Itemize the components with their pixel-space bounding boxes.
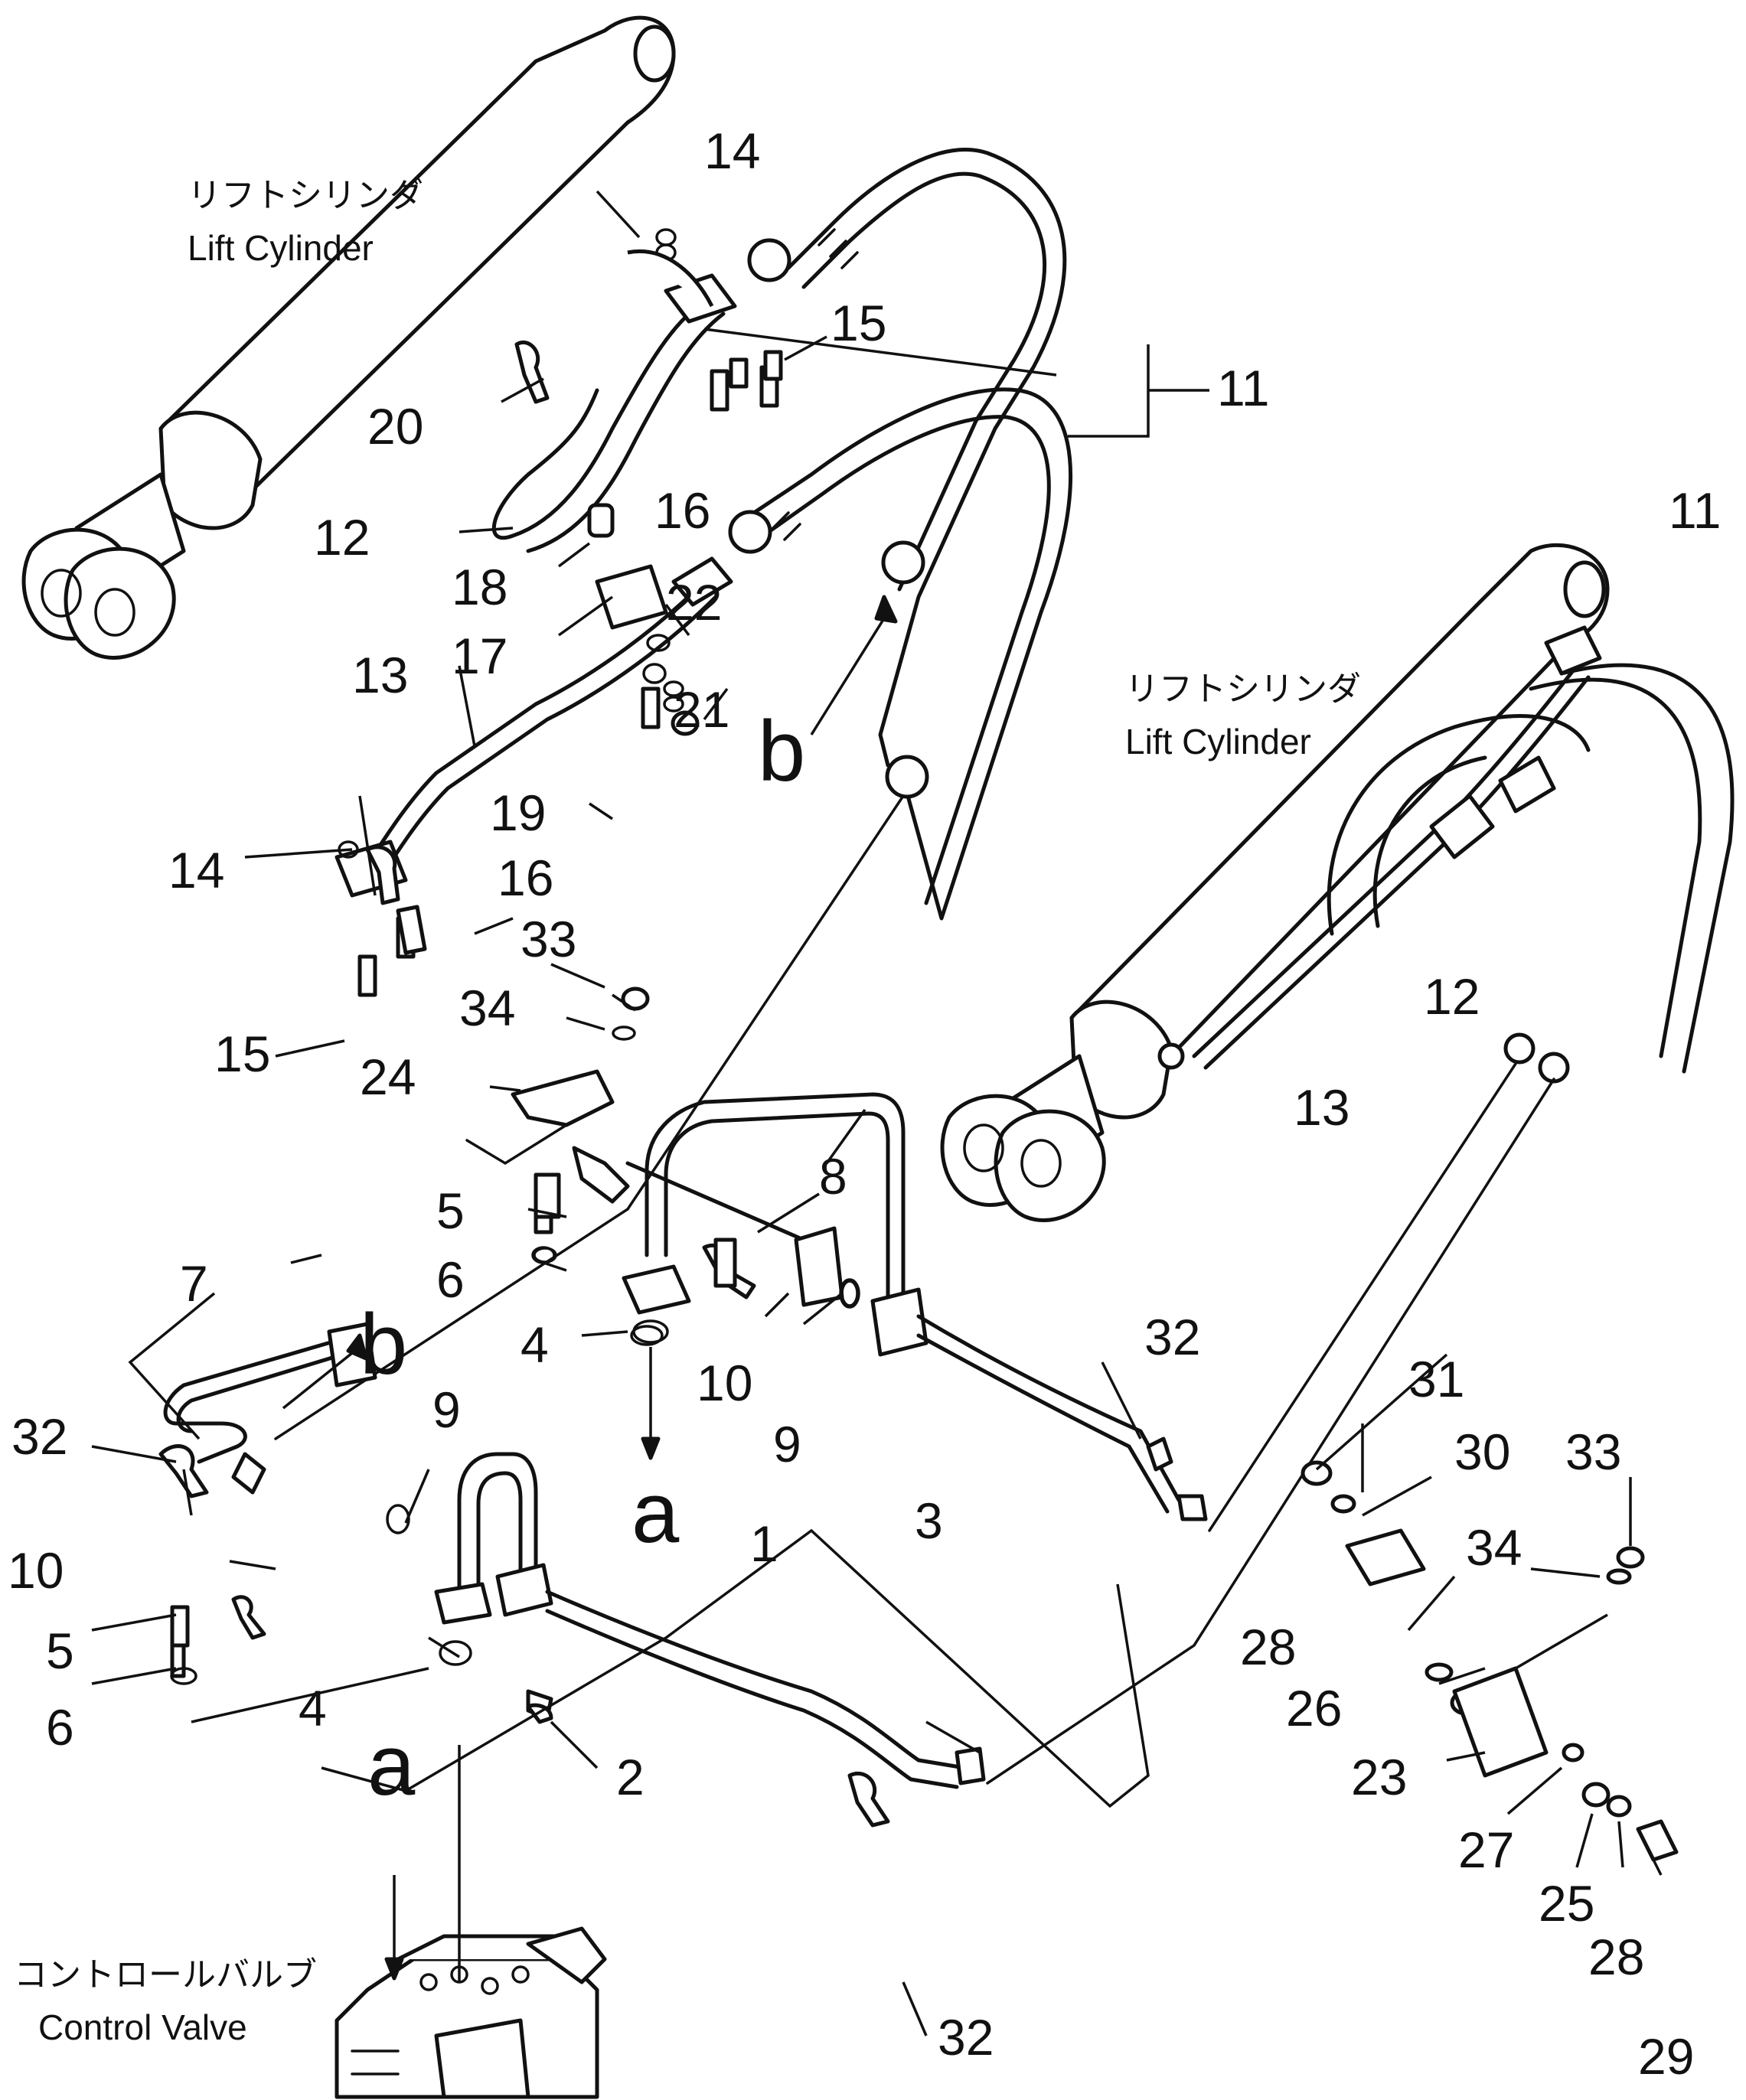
lift-cylinder-en-left: Lift Cylinder bbox=[188, 228, 374, 268]
bracket-23-assembly bbox=[1301, 1460, 1679, 1862]
part-number: 6 bbox=[46, 1699, 74, 1756]
control-valve bbox=[335, 1926, 607, 2099]
ref-b-upper: b bbox=[758, 703, 805, 799]
part-number: 8 bbox=[819, 1148, 847, 1205]
part-number: 23 bbox=[1351, 1749, 1407, 1805]
lift-cylinder-jp-right: リフトシリンダ bbox=[1125, 670, 1361, 708]
part-number: 15 bbox=[831, 295, 886, 351]
part-number: 11 bbox=[1669, 482, 1722, 539]
part-number: 2 bbox=[616, 1749, 645, 1805]
part-number: 13 bbox=[1294, 1079, 1349, 1136]
part-number: 3 bbox=[915, 1492, 943, 1549]
part-number: 24 bbox=[360, 1048, 416, 1105]
hardware bbox=[170, 228, 859, 1724]
part-number: 20 bbox=[367, 398, 423, 455]
ref-a-upper: a bbox=[631, 1465, 680, 1560]
part-number: 7 bbox=[180, 1255, 208, 1312]
part-number: 14 bbox=[168, 842, 224, 898]
part-number: 28 bbox=[1588, 1929, 1644, 1985]
part-number: 10 bbox=[697, 1355, 752, 1411]
part-number: 33 bbox=[521, 911, 576, 967]
part-number: 18 bbox=[452, 559, 507, 615]
control-valve-jp: コントロールバルブ bbox=[14, 1956, 317, 1994]
part-number: 4 bbox=[299, 1680, 327, 1736]
part-number: 28 bbox=[1240, 1619, 1296, 1675]
part-number: 21 bbox=[674, 681, 729, 738]
ref-a-lower: a bbox=[367, 1717, 416, 1813]
part-number: 25 bbox=[1539, 1875, 1594, 1932]
part-number: 16 bbox=[654, 482, 710, 539]
part-number: 29 bbox=[1638, 2028, 1694, 2085]
part-number: 4 bbox=[521, 1316, 549, 1373]
reference-arrows bbox=[282, 595, 898, 1981]
part-number: 12 bbox=[1424, 968, 1480, 1025]
left-lift-cylinder bbox=[21, 15, 676, 660]
part-number: 33 bbox=[1565, 1423, 1621, 1480]
part-number: 15 bbox=[214, 1026, 270, 1082]
part-number: 14 bbox=[704, 122, 760, 179]
tube-8-3-assembly bbox=[465, 1069, 1208, 1521]
lift-cylinder-en-right: Lift Cylinder bbox=[1125, 722, 1311, 761]
lift-cylinder-jp-left: リフトシリンダ bbox=[188, 177, 423, 214]
part-number: 6 bbox=[436, 1251, 465, 1308]
part-number: 34 bbox=[459, 980, 515, 1036]
part-number: 27 bbox=[1458, 1821, 1514, 1878]
part-number: 22 bbox=[666, 574, 722, 631]
part-number: 10 bbox=[8, 1542, 64, 1599]
part-number: 32 bbox=[1144, 1309, 1200, 1365]
part-number: 31 bbox=[1408, 1351, 1464, 1407]
part-number: 12 bbox=[314, 509, 370, 566]
part-number: 26 bbox=[1286, 1680, 1342, 1736]
part-number: 9 bbox=[432, 1381, 461, 1438]
part-number: 5 bbox=[436, 1182, 465, 1239]
hose-11 bbox=[274, 148, 1072, 1440]
part-number: 5 bbox=[46, 1622, 74, 1679]
part-number: 32 bbox=[938, 2009, 994, 2066]
control-valve-en: Control Valve bbox=[38, 2007, 247, 2047]
right-lift-cylinder bbox=[940, 543, 1735, 1785]
tube-7-1-assembly bbox=[158, 1322, 986, 1828]
part-numbers: 14 15 20 11 16 12 18 22 17 21 b 13 19 14… bbox=[8, 122, 1722, 2085]
cylinder-label-right: リフトシリンダ Lift Cylinder bbox=[1125, 670, 1361, 761]
control-valve-label: コントロールバルブ Control Valve bbox=[14, 1956, 317, 2047]
part-number: 19 bbox=[490, 784, 546, 841]
leader-lines bbox=[91, 190, 1663, 2036]
part-number: 17 bbox=[452, 628, 507, 684]
part-number: 34 bbox=[1466, 1519, 1522, 1576]
part-number: 13 bbox=[352, 647, 408, 703]
part-number: 30 bbox=[1454, 1423, 1510, 1480]
cylinder-label-left: リフトシリンダ Lift Cylinder bbox=[188, 177, 423, 268]
ref-b-lower: b bbox=[360, 1296, 407, 1392]
part-number: 11 bbox=[1217, 360, 1270, 416]
part-number: 9 bbox=[773, 1416, 801, 1472]
part-number: 16 bbox=[498, 849, 553, 906]
part-number: 1 bbox=[750, 1515, 778, 1572]
part-number: 32 bbox=[11, 1408, 67, 1465]
